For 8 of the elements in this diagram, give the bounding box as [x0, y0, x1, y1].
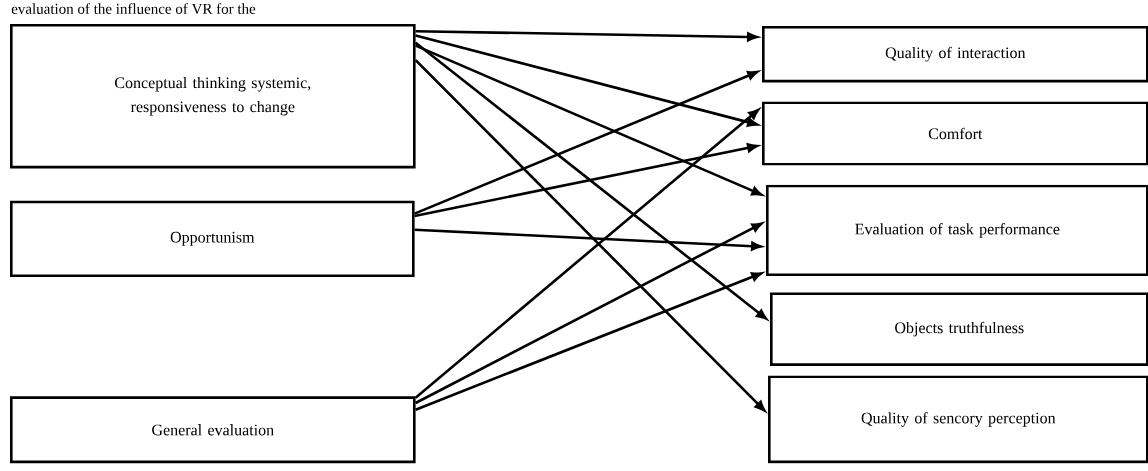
box: Objects truthfulness [770, 292, 1148, 366]
box: Quality of interaction [762, 25, 1148, 83]
box: Comfort [762, 101, 1148, 166]
box: General evaluation [10, 396, 416, 464]
box: Evaluation of task performance [766, 184, 1148, 277]
box: Opportunism [10, 200, 415, 277]
box: Quality of sencory perception [768, 375, 1148, 464]
box: Conceptual thinking systemic, responsiveness to change [10, 24, 416, 169]
